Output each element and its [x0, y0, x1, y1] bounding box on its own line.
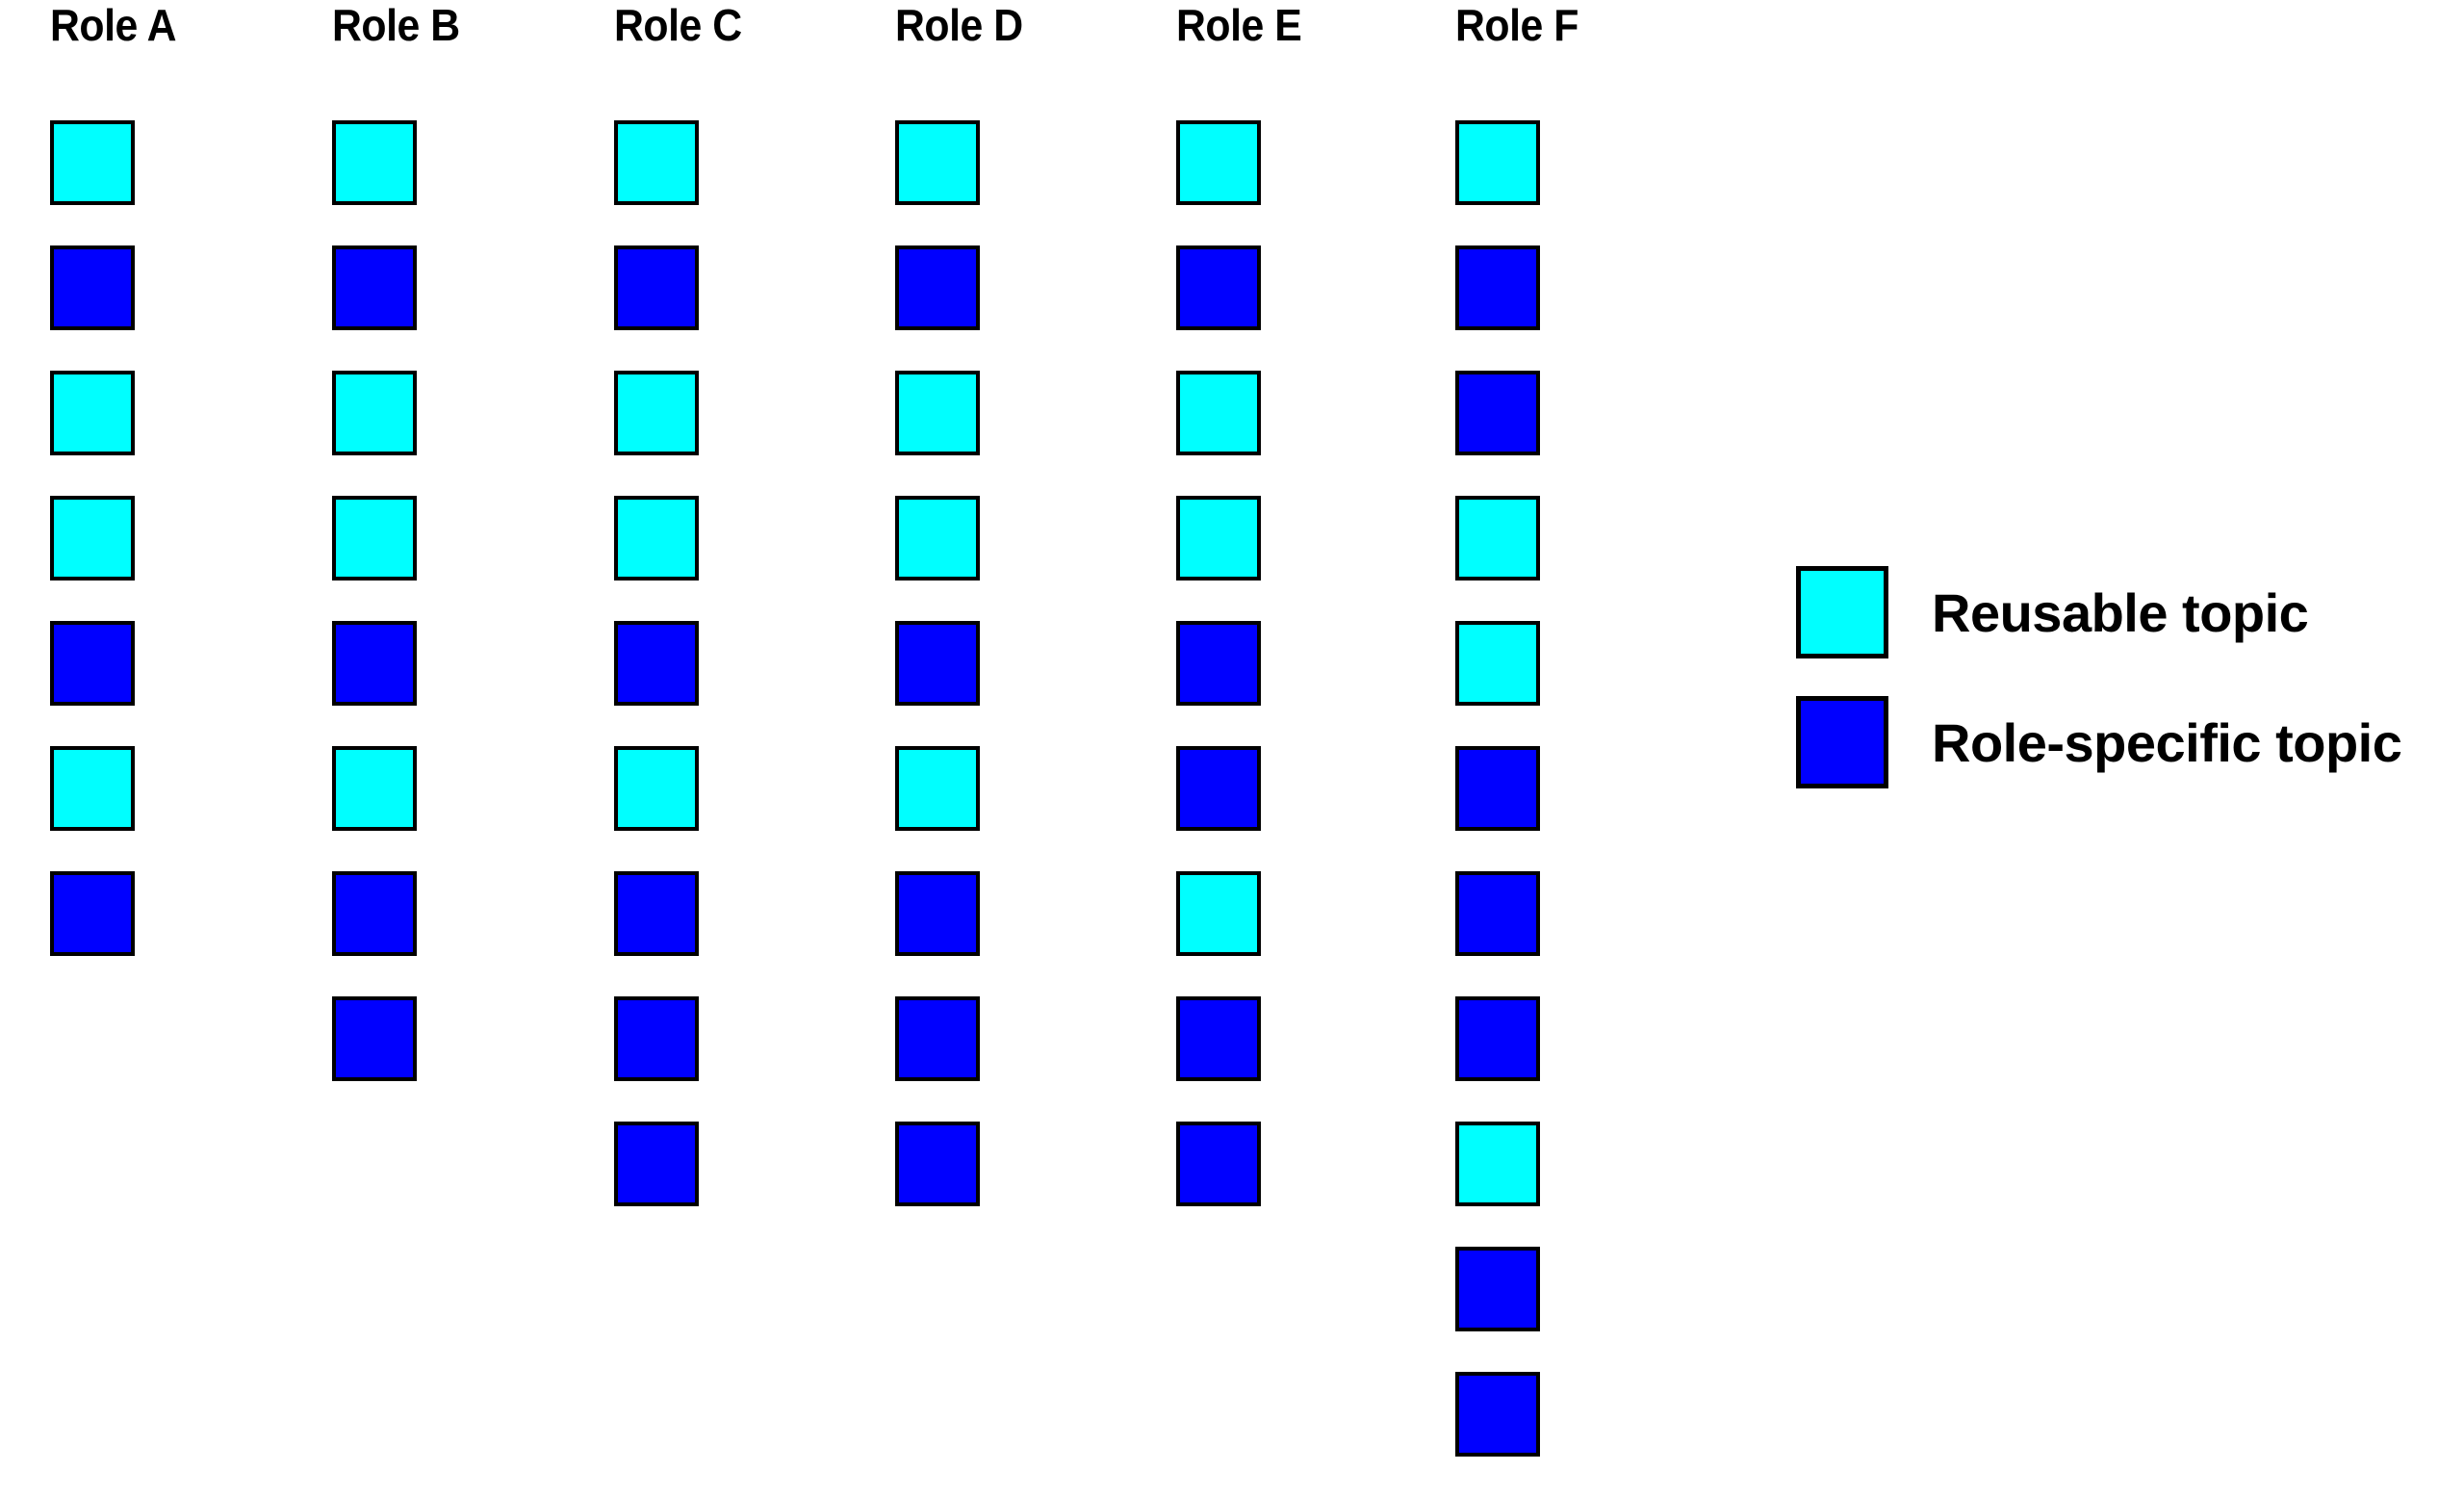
topic-cell[interactable]: [1176, 371, 1261, 455]
topic-cell[interactable]: [614, 621, 699, 706]
topic-cell[interactable]: [895, 871, 980, 956]
column-header: Role B: [332, 0, 460, 50]
topic-cell[interactable]: [50, 871, 135, 956]
legend-item[interactable]: Reusable topic: [1796, 566, 2401, 658]
topic-cell-stack: [50, 120, 135, 996]
topic-cell[interactable]: [332, 496, 417, 581]
topic-cell[interactable]: [614, 1122, 699, 1206]
topic-cell[interactable]: [332, 996, 417, 1081]
topic-cell[interactable]: [895, 996, 980, 1081]
column-header: Role E: [1176, 0, 1302, 50]
topic-cell[interactable]: [50, 245, 135, 330]
topic-cell[interactable]: [1455, 1122, 1540, 1206]
topic-cell[interactable]: [614, 871, 699, 956]
topic-cell[interactable]: [1455, 1247, 1540, 1331]
topic-cell[interactable]: [895, 371, 980, 455]
topic-cell[interactable]: [614, 746, 699, 831]
topic-cell[interactable]: [1455, 1372, 1540, 1457]
topic-cell[interactable]: [614, 120, 699, 205]
topic-cell[interactable]: [614, 496, 699, 581]
topic-cell[interactable]: [50, 496, 135, 581]
topic-cell[interactable]: [50, 120, 135, 205]
legend-label: Role-specific topic: [1932, 711, 2402, 773]
legend-item[interactable]: Role-specific topic: [1796, 696, 2402, 788]
topic-cell[interactable]: [1176, 871, 1261, 956]
column-header: Role C: [614, 0, 742, 50]
legend-swatch-reusable: [1796, 566, 1888, 658]
topic-cell[interactable]: [895, 120, 980, 205]
topic-cell[interactable]: [1176, 120, 1261, 205]
topic-cell[interactable]: [332, 621, 417, 706]
legend-label: Reusable topic: [1932, 581, 2309, 643]
topic-cell-stack: [1176, 120, 1261, 1247]
topic-cell[interactable]: [50, 621, 135, 706]
topic-cell[interactable]: [895, 1122, 980, 1206]
topic-cell[interactable]: [1176, 1122, 1261, 1206]
topic-cell[interactable]: [1455, 871, 1540, 956]
topic-cell[interactable]: [50, 371, 135, 455]
topic-cell[interactable]: [1176, 496, 1261, 581]
role-topic-matrix-figure: Role A Role B Role C Role D Role E Role F Reu…: [50, 0, 2402, 1457]
topic-cell[interactable]: [614, 371, 699, 455]
column-header: Role D: [895, 0, 1023, 50]
column-header: Role F: [1455, 0, 1578, 50]
topic-cell[interactable]: [1176, 621, 1261, 706]
topic-cell-stack: [1455, 120, 1540, 1497]
topic-cell[interactable]: [1455, 621, 1540, 706]
topic-cell[interactable]: [614, 996, 699, 1081]
topic-cell[interactable]: [332, 120, 417, 205]
column-header: Role A: [50, 0, 177, 50]
topic-cell[interactable]: [50, 746, 135, 831]
topic-cell[interactable]: [332, 871, 417, 956]
topic-cell[interactable]: [614, 245, 699, 330]
topic-cell[interactable]: [895, 746, 980, 831]
topic-cell[interactable]: [895, 245, 980, 330]
legend-swatch-role-specific: [1796, 696, 1888, 788]
topic-cell[interactable]: [332, 371, 417, 455]
topic-cell[interactable]: [1176, 746, 1261, 831]
topic-cell[interactable]: [895, 496, 980, 581]
topic-cell[interactable]: [1455, 496, 1540, 581]
topic-cell[interactable]: [1455, 996, 1540, 1081]
topic-cell[interactable]: [332, 245, 417, 330]
topic-cell[interactable]: [332, 746, 417, 831]
topic-cell-stack: [895, 120, 980, 1247]
topic-cell[interactable]: [895, 621, 980, 706]
topic-cell-stack: [614, 120, 699, 1247]
topic-cell[interactable]: [1455, 120, 1540, 205]
topic-cell[interactable]: [1455, 746, 1540, 831]
topic-cell[interactable]: [1176, 996, 1261, 1081]
topic-cell[interactable]: [1455, 245, 1540, 330]
topic-cell[interactable]: [1176, 245, 1261, 330]
topic-cell-stack: [332, 120, 417, 1122]
topic-cell[interactable]: [1455, 371, 1540, 455]
